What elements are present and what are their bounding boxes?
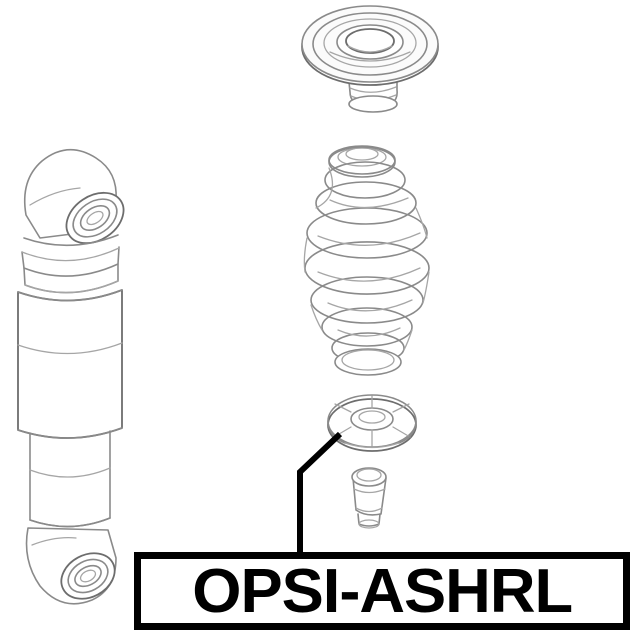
bump-stop-part <box>327 394 417 452</box>
leader-line <box>297 431 343 552</box>
coil-spring-part <box>303 145 430 376</box>
shock-absorber-part <box>17 148 125 605</box>
bushing-cap-part <box>351 467 387 529</box>
strut-mount-part <box>301 5 439 113</box>
part-number-text: OPSI-ASHRL <box>192 556 573 626</box>
part-number-label: OPSI-ASHRL <box>134 552 630 630</box>
